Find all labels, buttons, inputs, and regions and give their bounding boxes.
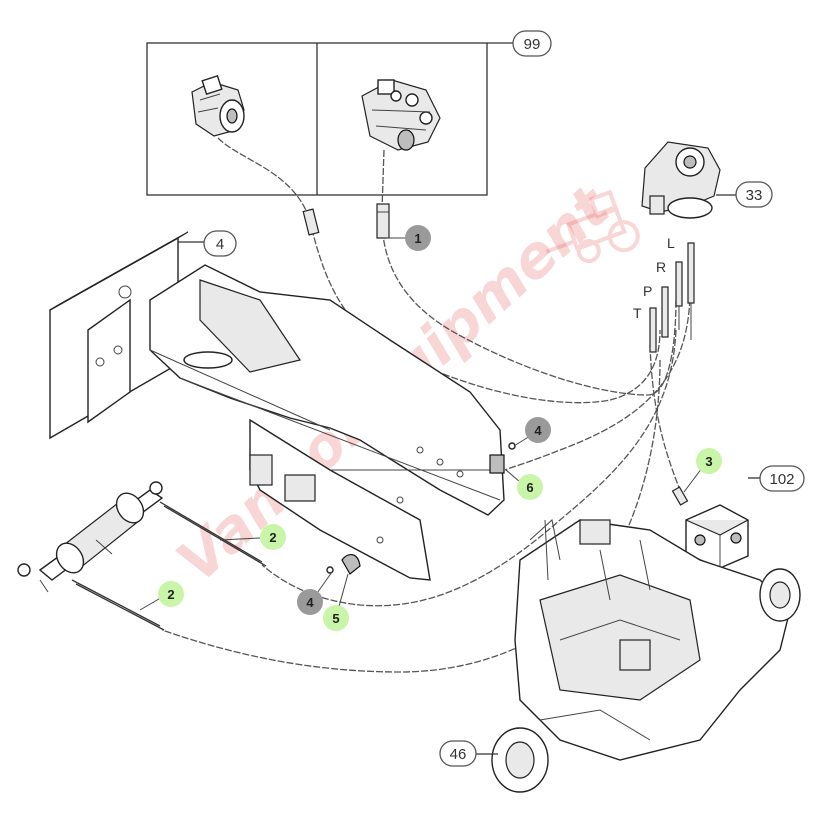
cylinder-pipes <box>71 501 267 631</box>
callout-4: 4 <box>203 230 237 257</box>
marker-2-upper: 2 <box>260 524 286 550</box>
steering-cylinder <box>17 481 164 593</box>
marker-2-upper-label: 2 <box>269 530 276 545</box>
port-labels: L R P T <box>633 235 675 321</box>
marker-1-label: 1 <box>414 231 421 246</box>
marker-1: 1 <box>405 225 431 251</box>
callout-33-label: 33 <box>746 187 763 204</box>
chassis-frame-4 <box>49 231 505 581</box>
valve-102 <box>671 486 749 569</box>
marker-5: 5 <box>323 605 349 631</box>
marker-4-upper-label: 4 <box>534 423 542 438</box>
hose-fitting-left <box>302 208 320 236</box>
callout-99: 99 <box>512 30 552 57</box>
port-label-l: L <box>667 235 675 251</box>
port-label-r: R <box>656 259 666 275</box>
steering-unit-33 <box>641 141 721 219</box>
marker-3-label: 3 <box>705 454 712 469</box>
steering-unit-left <box>191 74 245 137</box>
callout-102-label: 102 <box>769 471 794 488</box>
assembly-99-box <box>146 42 515 196</box>
port-pipes <box>649 242 695 353</box>
transmission-46 <box>491 519 801 793</box>
watermark-tractor-icon <box>545 189 640 264</box>
callout-33: 33 <box>735 181 773 208</box>
port-label-t: T <box>633 305 642 321</box>
callout-46-label: 46 <box>450 746 467 763</box>
callout-99-label: 99 <box>524 36 541 53</box>
callout-46: 46 <box>439 740 477 767</box>
clamp-5 <box>326 554 361 575</box>
marker-4-upper: 4 <box>525 417 551 443</box>
port-label-p: P <box>643 283 652 299</box>
marker-3: 3 <box>696 448 722 474</box>
marker-2-lower: 2 <box>158 581 184 607</box>
marker-4-lower-label: 4 <box>306 595 314 610</box>
hose-fitting-right <box>376 203 390 239</box>
marker-2-lower-label: 2 <box>167 587 174 602</box>
callout-102: 102 <box>759 465 805 492</box>
callout-4-label: 4 <box>216 236 224 253</box>
marker-6-label: 6 <box>526 480 533 495</box>
marker-6: 6 <box>517 474 543 500</box>
steering-unit-right <box>361 79 441 151</box>
marker-5-label: 5 <box>332 611 339 626</box>
marker-4-lower: 4 <box>297 589 323 615</box>
clamp-6 <box>489 442 516 474</box>
